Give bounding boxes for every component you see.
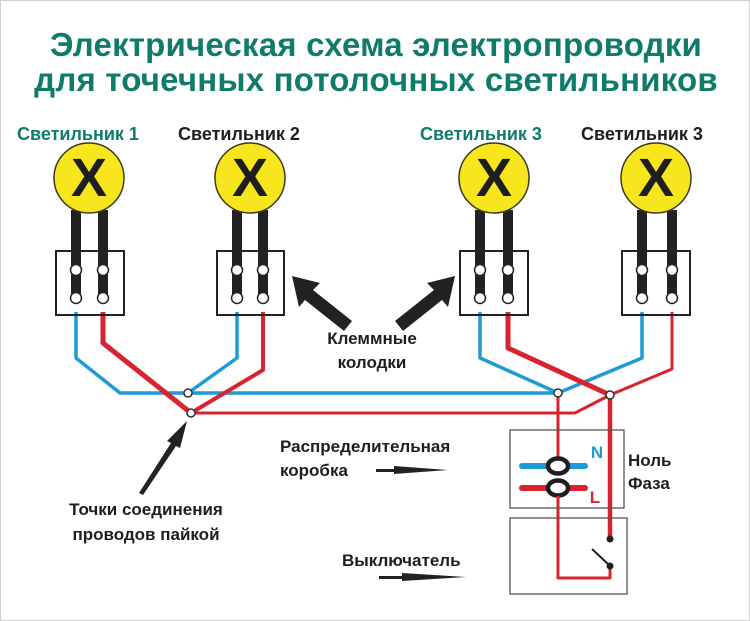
lamp-x-symbol: X xyxy=(71,148,107,208)
phase-wire-lamp-1 xyxy=(100,312,193,415)
title-line-2: для точечных потолочных светильников xyxy=(34,61,718,98)
lamp-label-2: Светильник 2 xyxy=(178,124,300,144)
lamp-1: X xyxy=(53,142,125,300)
switch-return-wire xyxy=(556,488,612,580)
lamp-x-symbol: X xyxy=(638,148,674,208)
neutral-wire-lamp-4 xyxy=(557,312,644,395)
neutral-wire-lamp-2 xyxy=(186,312,239,395)
junction-phase-left xyxy=(186,408,196,418)
phase-terminal xyxy=(519,478,588,498)
lamp-3: X xyxy=(458,142,530,300)
terminal-block-2 xyxy=(216,250,285,316)
junction-phase-right xyxy=(605,390,615,400)
lamp-2: X xyxy=(214,142,286,300)
phase-wire-lamp-3 xyxy=(505,312,612,398)
phase-trunk xyxy=(191,393,611,415)
terminal-blocks xyxy=(55,250,691,316)
switch-box xyxy=(509,517,628,595)
arrow-right-icon xyxy=(376,466,448,474)
switch-label: Выключатель xyxy=(342,551,461,570)
arrow-up-left-icon xyxy=(292,276,352,331)
junction-box-label-2: коробка xyxy=(280,461,348,480)
lamp-bulb-icon xyxy=(458,142,530,214)
terminal-block-4 xyxy=(621,250,691,316)
phase-wire-lamp-2 xyxy=(189,312,265,415)
lamp-label-3: Светильник 3 xyxy=(420,124,542,144)
solder-junctions xyxy=(183,388,615,418)
phase-letter: L xyxy=(590,488,600,507)
junction-neutral-left xyxy=(183,388,193,398)
lamp-label-4: Светильник 3 xyxy=(581,124,703,144)
neutral-wire-lamp-3 xyxy=(478,312,559,395)
lamp-bulb-icon xyxy=(620,142,692,214)
arrow-up-right-icon xyxy=(395,276,455,331)
neutral-wires xyxy=(74,312,644,395)
solder-points-label-2: проводов пайкой xyxy=(72,525,219,544)
switch-icon xyxy=(591,535,614,570)
arrow-right-icon xyxy=(379,573,466,581)
solder-points-label-1: Точки соединения xyxy=(69,500,223,519)
neutral-terminal xyxy=(519,456,588,476)
junction-neutral-right xyxy=(553,388,563,398)
junction-box xyxy=(509,429,625,509)
title-line-1: Электрическая схема электропроводки xyxy=(50,26,702,63)
terminal-block-arrows xyxy=(292,276,455,331)
lamp-4: X xyxy=(620,142,692,300)
terminal-screws xyxy=(69,263,679,305)
phase-wire-lamp-4 xyxy=(609,312,674,397)
terminal-blocks-label-2: колодки xyxy=(338,353,407,372)
lamp-bulb-icon xyxy=(53,142,125,214)
lamp-label-1: Светильник 1 xyxy=(17,124,139,144)
lamp-x-symbol: X xyxy=(232,148,268,208)
lamp-x-symbol: X xyxy=(476,148,512,208)
lamp-bulb-icon xyxy=(214,142,286,214)
neutral-label: Ноль xyxy=(628,451,672,470)
neutral-letter: N xyxy=(591,443,603,462)
terminal-block-1 xyxy=(55,250,125,316)
phase-label: Фаза xyxy=(628,474,670,493)
neutral-wire-lamp-1 xyxy=(74,312,558,395)
junction-box-label-1: Распределительная xyxy=(280,437,450,456)
terminal-block-3 xyxy=(459,250,529,316)
arrow-solder-icon xyxy=(139,421,187,495)
terminal-blocks-label-1: Клеммные xyxy=(327,329,417,348)
